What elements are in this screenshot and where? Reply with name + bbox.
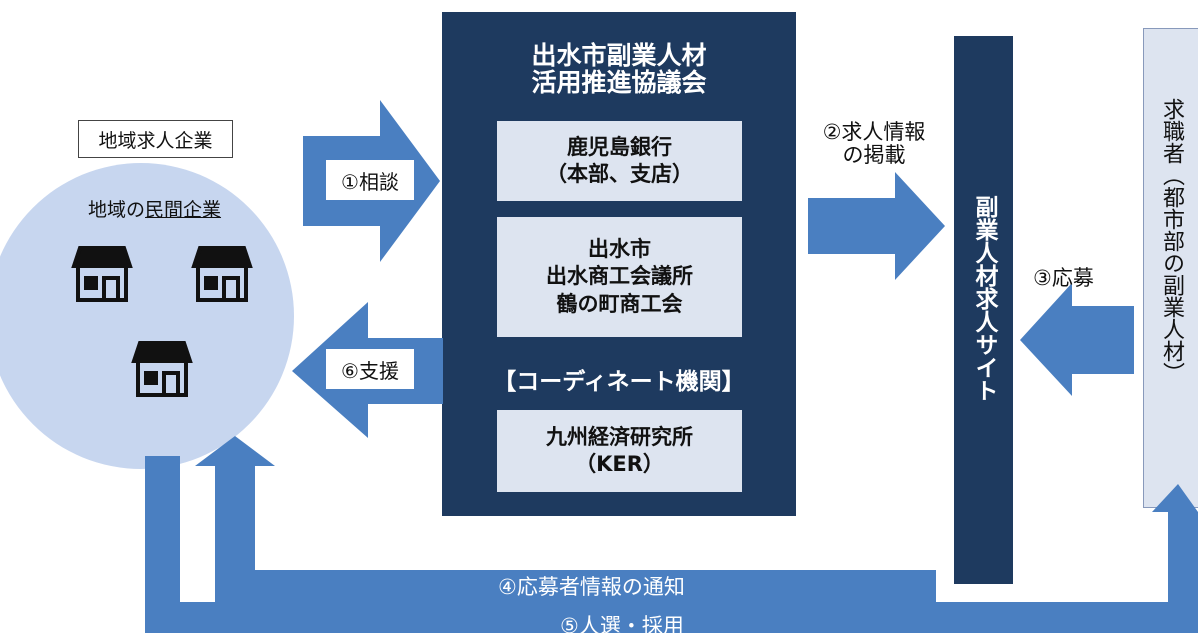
shop-icon xyxy=(71,246,133,302)
council-title: 出水市副業人材 活用推進協議会 xyxy=(531,41,707,97)
shop-icon xyxy=(131,341,193,397)
step6-label: ⑥支援 xyxy=(326,349,414,389)
job-seeker-box xyxy=(1143,28,1198,508)
job-seeker-label: 求職者（都市部の副業人材） xyxy=(1159,98,1184,384)
company-tag: 地域求人企業 xyxy=(78,120,233,158)
step5-label: ⑤人選・採用 xyxy=(560,614,684,638)
apply-arrow xyxy=(1020,283,1134,396)
coordinator-label: 【コーディネート機関】 xyxy=(493,369,745,395)
step3-label: ③応募 xyxy=(1033,266,1094,290)
job-site-bar xyxy=(954,36,1013,584)
company-circle-label: 地域の民間企業 xyxy=(88,199,222,221)
posting-arrow xyxy=(808,172,945,280)
company-circle xyxy=(0,163,294,469)
step2-label: ②求人情報 の掲載 xyxy=(822,120,926,168)
notification-arrow xyxy=(195,436,936,602)
ker-card: 九州経済研究所 （KER） xyxy=(497,410,742,492)
shop-icon xyxy=(191,246,253,302)
selection-arrow xyxy=(145,456,1198,633)
step1-label: ①相談 xyxy=(326,160,414,200)
step4-label: ④応募者情報の通知 xyxy=(498,575,685,599)
city-card: 出水市 出水商工会議所 鶴の町商工会 xyxy=(497,217,742,337)
bank-card: 鹿児島銀行 （本部、支店） xyxy=(497,121,742,201)
job-site-label: 副業人材求人サイト xyxy=(971,195,997,402)
